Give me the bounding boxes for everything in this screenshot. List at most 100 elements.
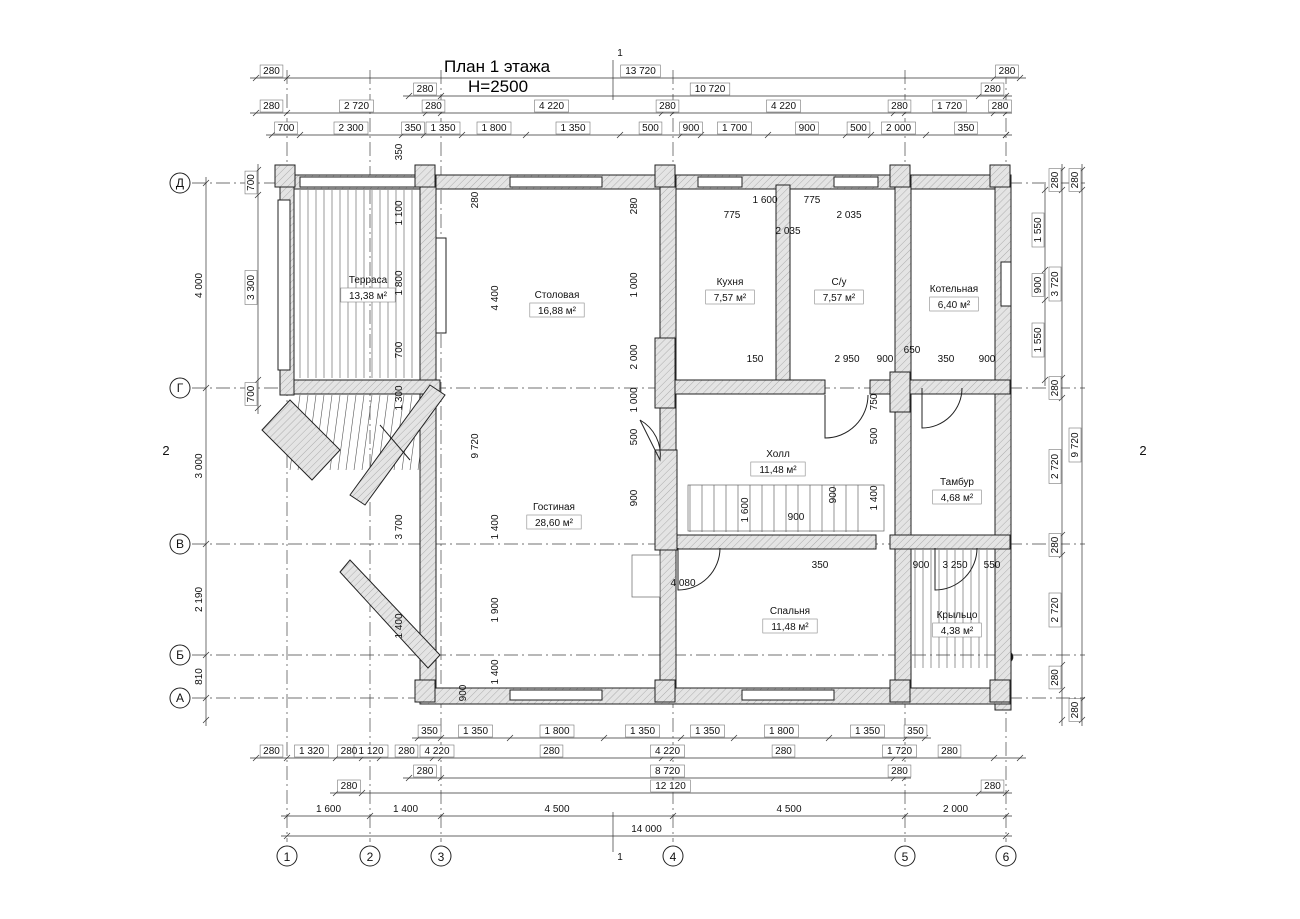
room-area: 11,48 м² <box>759 465 797 476</box>
inner-dim-label: 2 950 <box>834 354 859 365</box>
dim-top4-box <box>333 121 369 135</box>
axis-label: 3 <box>438 850 445 864</box>
dim-bot2-box <box>294 744 329 758</box>
inner-dim-label: 4 400 <box>490 285 501 310</box>
dim-bot4-label: 280 <box>341 781 358 792</box>
dim-left-inner-label: 700 <box>246 174 257 191</box>
dim-right-mid-label: 280 <box>1050 669 1061 686</box>
dim-top4-label: 1 700 <box>722 123 747 134</box>
room-area: 16,88 м² <box>538 306 577 317</box>
inner-dim-label: 350 <box>938 354 955 365</box>
dim-top4-label: 700 <box>278 123 295 134</box>
inner-dim-label: 1 100 <box>394 200 405 225</box>
terrace-board <box>353 394 365 471</box>
dim-left-inner-label: 700 <box>246 385 257 402</box>
terrace-board <box>337 394 349 471</box>
dim-top4-label: 1 800 <box>481 123 506 134</box>
dim-bot3-tick <box>405 774 413 782</box>
dim-bot5-tick <box>437 812 445 820</box>
wall <box>989 164 1011 188</box>
axis-bubble <box>169 377 191 399</box>
dim-top3-box <box>534 99 569 113</box>
dim-top2-tick <box>437 92 445 100</box>
window <box>833 176 879 188</box>
door-swing <box>379 424 411 461</box>
window <box>277 199 291 371</box>
room-name: С/у <box>832 277 847 288</box>
dim-bot1-tick <box>677 734 685 742</box>
wall <box>659 174 677 696</box>
dim-top4-label: 900 <box>799 123 816 134</box>
room-name: Крыльцо <box>937 610 978 621</box>
dim-bot1-label: 1 800 <box>544 726 569 737</box>
dim-top3-label: 4 220 <box>539 101 564 112</box>
inner-dim-label: 900 <box>913 560 930 571</box>
inner-dim-label: 650 <box>904 345 921 356</box>
wall <box>654 337 676 409</box>
dim-bot1-label: 350 <box>907 726 924 737</box>
dim-bot6-tick <box>283 832 291 840</box>
dim-top1-label: 280 <box>263 66 280 77</box>
dim-right-label: 9 720 <box>1070 432 1081 457</box>
wall <box>889 164 911 188</box>
axis-label: Б <box>176 648 184 662</box>
dim-top2-label: 280 <box>984 84 1001 95</box>
room-area: 7,57 м² <box>714 293 747 304</box>
dim-right-inner-tick <box>1041 376 1049 384</box>
dim-bot3-box <box>650 764 685 778</box>
window <box>299 176 416 188</box>
dim-top1-tick <box>283 74 291 82</box>
inner-dim-label: 9 720 <box>470 433 481 458</box>
axis-label: 6 <box>1003 850 1010 864</box>
inner-dim-label: 900 <box>828 486 839 503</box>
axis-label: Г <box>177 381 184 395</box>
dim-right-mid-box <box>1048 168 1062 192</box>
dim-right-mid-tick <box>1058 551 1066 559</box>
dim-right-mid-tick <box>1058 686 1066 694</box>
dim-bot2-label: 4 220 <box>424 746 449 757</box>
dim-bot3-tick <box>437 774 445 782</box>
inner-dim-label: 350 <box>394 143 405 160</box>
wall <box>274 164 296 188</box>
bay-wall <box>261 399 341 481</box>
inner-dim-label: 775 <box>804 195 821 206</box>
dim-left-tick <box>202 384 210 392</box>
dim-top4-box <box>476 121 512 135</box>
dim-top1-tick <box>1016 74 1024 82</box>
room-area-box <box>932 622 982 638</box>
room-area: 28,60 м² <box>535 518 574 529</box>
dim-bot5-tick <box>1002 812 1010 820</box>
wall <box>414 164 436 188</box>
dim-top3-box <box>766 99 801 113</box>
dim-top3-box <box>259 99 284 113</box>
dim-bot5-tick <box>669 812 677 820</box>
dim-top3-label: 280 <box>263 101 280 112</box>
dim-top3-box <box>887 99 912 113</box>
door-swing <box>934 547 978 591</box>
terrace-board <box>361 394 373 471</box>
dim-top3-box <box>421 99 446 113</box>
axis-label: 1 <box>284 850 291 864</box>
dim-bot5-label: 2 000 <box>943 804 968 815</box>
room-name: Столовая <box>535 290 580 301</box>
inner-dim-label: 900 <box>788 512 805 523</box>
room-name: Спальня <box>770 606 810 617</box>
inner-dim-label: 1 400 <box>490 659 501 684</box>
dim-top3-box <box>339 99 374 113</box>
dim-bot3-box <box>413 764 437 778</box>
dim-bot4-box <box>650 779 691 793</box>
dim-top4-label: 1 350 <box>430 123 455 134</box>
dim-right-box <box>1068 168 1082 192</box>
dim-right-tick <box>1078 716 1086 724</box>
dim-bot2-box <box>419 744 455 758</box>
inner-dim-label: 1 900 <box>490 597 501 622</box>
dim-bot2-label: 280 <box>775 746 792 757</box>
dim-right-mid-box <box>1048 665 1062 690</box>
dim-bot4-tick <box>358 789 366 797</box>
dim-top3-label: 280 <box>891 101 908 112</box>
dim-bot2-box <box>259 744 284 758</box>
inner-dim-label: 150 <box>747 354 764 365</box>
dim-top3-label: 1 720 <box>937 101 962 112</box>
dim-right-mid-label: 280 <box>1050 379 1061 396</box>
dim-top3-box <box>655 99 680 113</box>
